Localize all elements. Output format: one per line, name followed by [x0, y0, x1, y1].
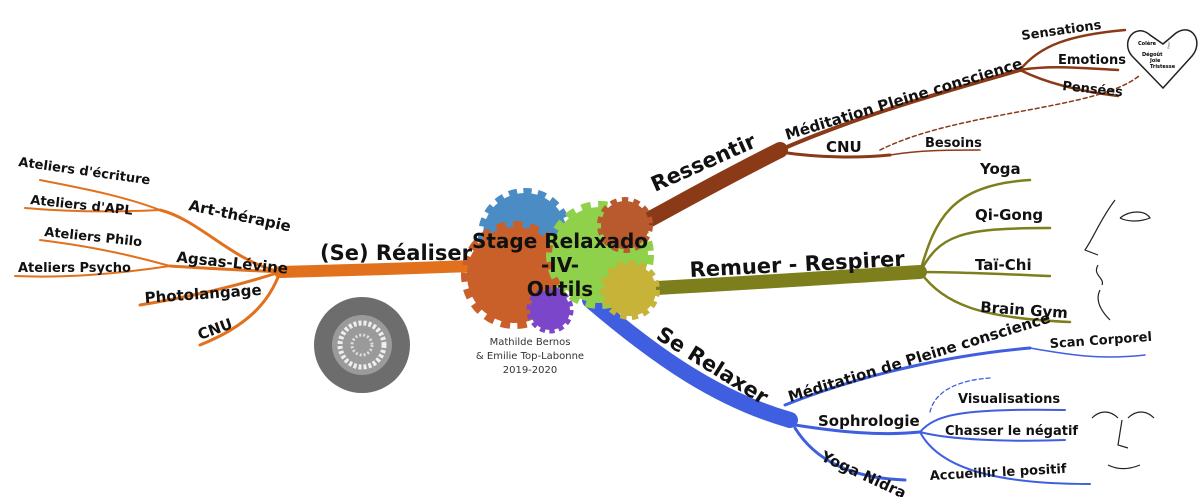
ateliers-philo-label: Ateliers Philo [44, 225, 143, 250]
heart-colere: Colère [1138, 40, 1157, 47]
se-realiser-label: (Se) Réaliser [320, 241, 473, 265]
agsas-levine-label: Agsas-Lévine [176, 248, 289, 278]
qi-gong-label: Qi-Gong [975, 206, 1043, 224]
center-title-line1: Stage Relaxado [472, 229, 648, 253]
credit-line1: Mathilde Bernos [490, 337, 571, 348]
besoins-label: Besoins [925, 136, 982, 151]
yoga-nidra-label: Yoga Nidra [817, 447, 909, 497]
yoga-label: Yoga [979, 160, 1021, 178]
pensees-label: Pensées [1062, 79, 1124, 100]
branch-remuer [613, 178, 1072, 324]
credit-line2: & Emilie Top-Labonne [476, 351, 584, 362]
chasser-le-negatif-label: Chasser le négatif [945, 424, 1078, 439]
center-title-line3: Outils [527, 277, 593, 301]
accueillir-le-positif-label: Accueillir le positif [929, 462, 1067, 484]
mandala-photo [314, 297, 410, 393]
gears-logo [461, 188, 660, 334]
heart-degout: Dégoût [1142, 51, 1163, 58]
cnu-ressentir-label: CNU [826, 138, 862, 156]
sophrologie-label: Sophrologie [818, 412, 920, 430]
branch-relaxer [582, 292, 1146, 485]
visualisations-label: Visualisations [958, 392, 1060, 407]
meditation-pleine-conscience-label: Méditation Pleine conscience [783, 54, 1025, 143]
ateliers-ecriture-label: Ateliers d'écriture [17, 155, 151, 188]
scan-corporel-label: Scan Corporel [1049, 330, 1152, 352]
face-front-icon [1091, 411, 1155, 470]
heart-joie: Joie [1149, 58, 1161, 64]
sensations-label: Sensations [1020, 18, 1102, 44]
tai-chi-label: Taï-Chi [975, 256, 1032, 274]
center-title-line2: -IV- [541, 253, 579, 277]
credit-line3: 2019-2020 [503, 365, 558, 376]
ateliers-psycho-label: Ateliers Psycho [18, 261, 131, 276]
heart-emotions-icon: Colère Peur Dégoût Joie Tristesse [1126, 29, 1198, 90]
heart-tristesse: Tristesse [1150, 64, 1176, 70]
emotions-label: Emotions [1058, 53, 1126, 68]
photolangage-label: Photolangage [144, 281, 262, 307]
face-profile-icon [1084, 199, 1151, 321]
heart-peur: Peur [1167, 41, 1171, 49]
